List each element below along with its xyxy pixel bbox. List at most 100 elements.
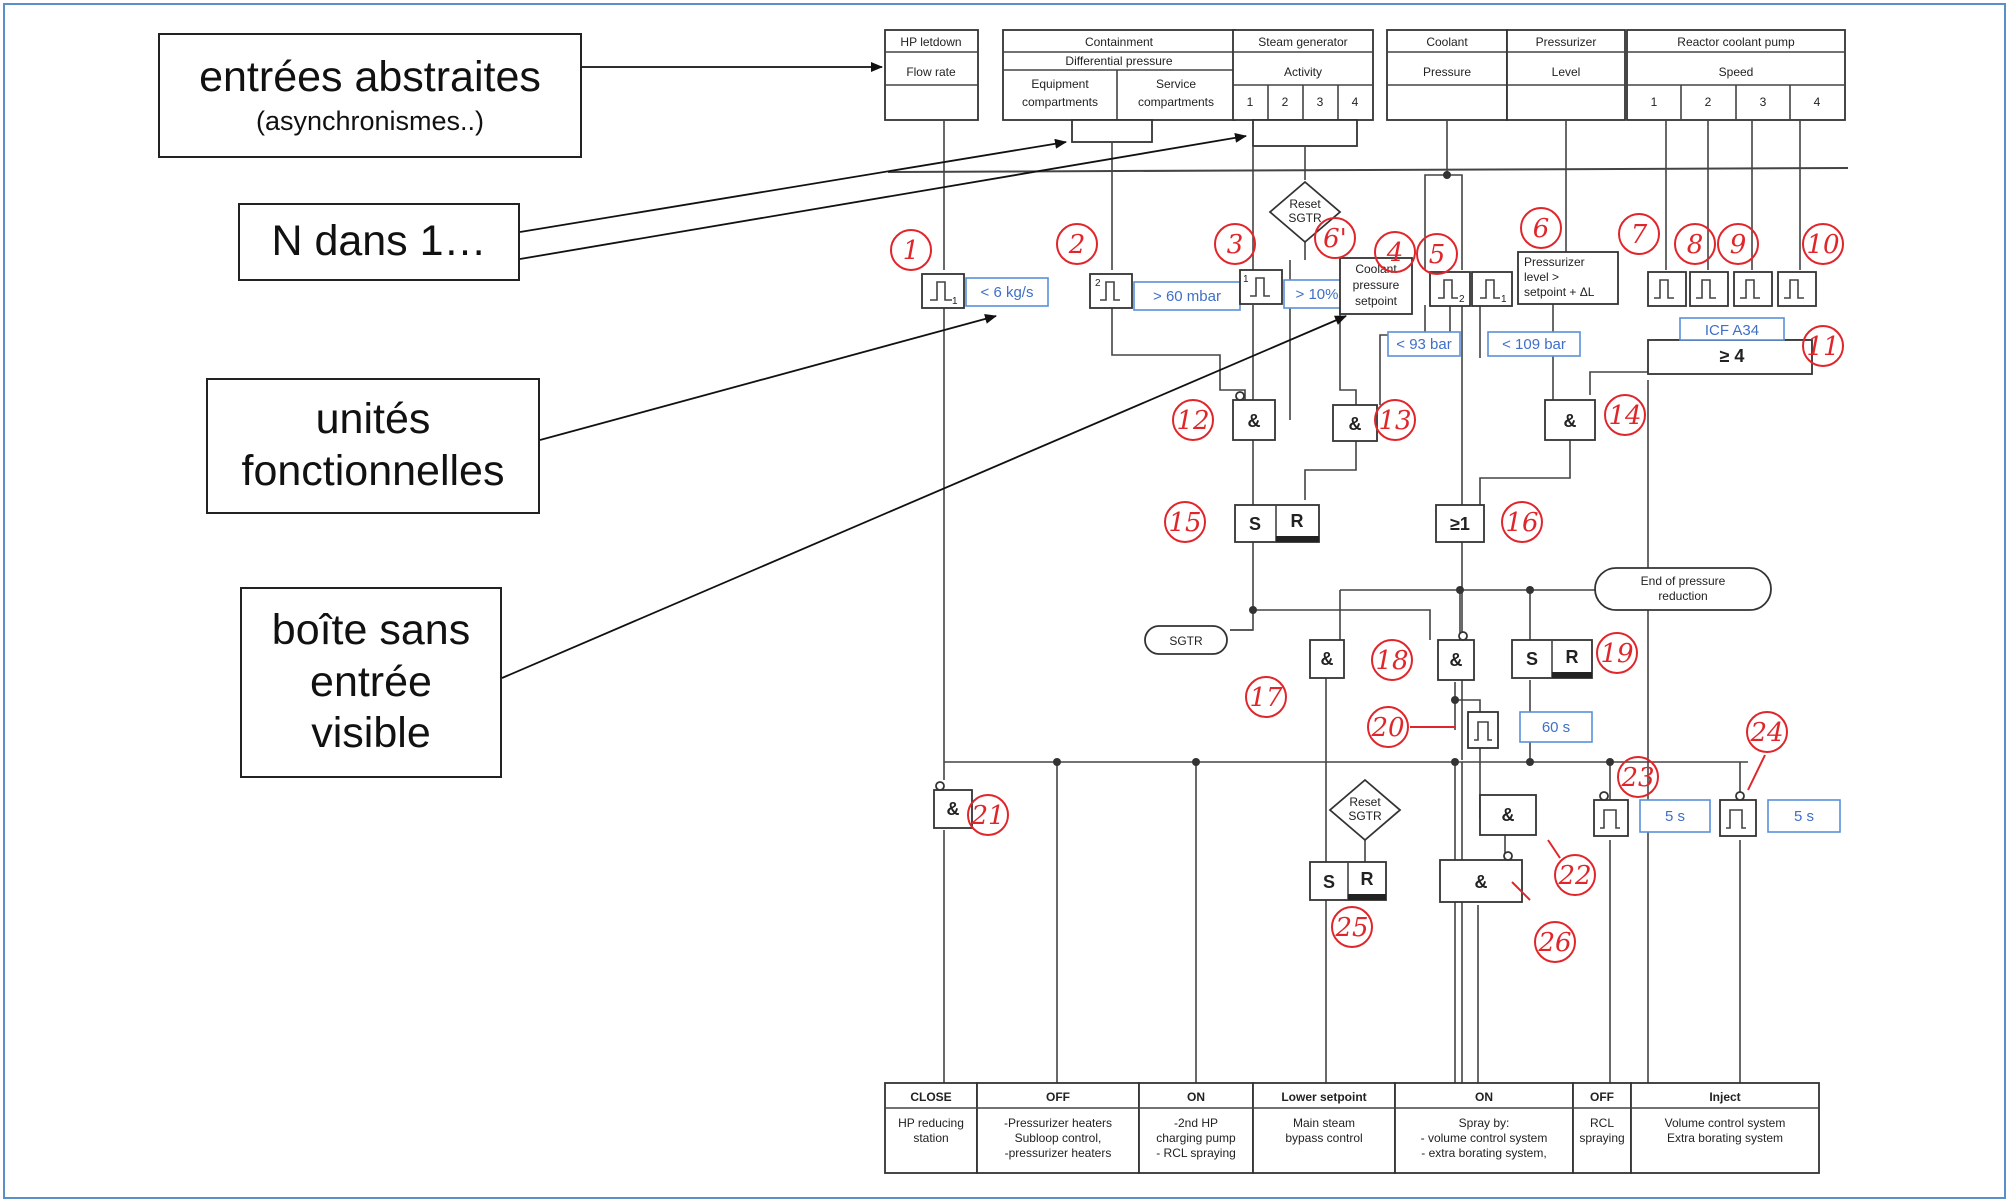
red-number: 19 [1600,639,1633,669]
threshold-value-1 [965,277,1049,307]
callout-abstract-inputs: entrées abstraites (asynchronismes..) [158,33,582,158]
input-rcp-channel: 1 [1651,95,1658,109]
sr19-reset-label: R [1566,647,1579,667]
red-number: 13 [1378,406,1411,436]
red-circle [1056,223,1098,265]
red-number: 9 [1730,230,1747,260]
red-number: 12 [1176,406,1209,436]
svg-text:1: 1 [1501,294,1507,305]
sgtr-signal [1144,625,1228,655]
red-number: 10 [1806,230,1839,260]
input-rcp-sub: Speed [1719,65,1754,79]
pressurizer-setpoint-line: Pressurizer [1524,255,1585,269]
red-number: 3 [1227,230,1244,260]
red-number: 17 [1249,683,1283,713]
red-arrow [1511,881,1531,901]
sr15-reset-label: R [1291,511,1304,531]
red-number: 15 [1168,508,1201,538]
red-number: 11 [1806,332,1839,362]
and-gate-18 [1437,639,1475,681]
output-line: -Pressurizer heaters [1004,1116,1112,1130]
coolant-setpoint-line: setpoint [1355,294,1398,308]
red-number: 23 [1620,763,1654,793]
and-gate-22 [1479,794,1537,836]
input-hp-letdown-title: HP letdown [900,35,961,49]
output-head: OFF [1590,1090,1614,1104]
threshold-block-4 [1429,271,1471,307]
sr15-set-label: S [1249,514,1261,534]
input-steam-generator-sub: Activity [1284,65,1322,79]
input-pressurizer-sub: Level [1552,65,1581,79]
red-circle [1314,217,1356,259]
input-hp-letdown-cell [884,29,979,121]
and-gate-21 [933,789,973,829]
or-gate-16 [1435,504,1485,543]
pulse-timer-24 [1719,799,1757,837]
sr19-set-label: S [1526,649,1538,669]
callout-no-input-box-line3: visible [311,709,431,758]
input-hp-letdown-sub: Flow rate [906,65,956,79]
red-circle [1520,207,1562,249]
callout-functional-units-line2: fonctionnelles [241,447,505,495]
or-gate-16-label: ≥1 [1450,514,1470,534]
red-circle [1367,706,1409,748]
sr25-reset-label: R [1361,869,1374,889]
threshold-block-2 [1089,273,1133,309]
red-number: 1 [903,236,920,266]
input-coolant-cell [1386,29,1508,121]
input-sg-channel: 3 [1317,95,1324,109]
junction-dots [1053,171,1614,766]
red-number: 18 [1375,646,1408,676]
coolant-pressure-setpoint-box [1339,257,1413,315]
input-steam-generator-title: Steam generator [1258,35,1347,49]
timer-20-value: 60 s [1542,719,1570,736]
svg-text:1: 1 [952,296,958,307]
pressurizer-setpoint-box [1517,251,1619,305]
pulse-timer-23 [1593,799,1629,837]
red-number: 21 [970,801,1004,831]
threshold-value-5-text: < 109 bar [1502,336,1566,353]
and-gate-13-label: & [1349,414,1362,434]
red-circle [890,229,932,271]
input-rcp-channel: 2 [1705,95,1712,109]
input-containment-sub: Differential pressure [1065,54,1172,68]
red-circle [1746,711,1788,753]
output-line: - volume control system [1421,1131,1548,1145]
red-number: 2 [1068,230,1086,260]
output-head: ON [1187,1090,1205,1104]
red-number: 6' [1323,224,1347,254]
pulse-timer-20 [1467,711,1499,749]
output-head: OFF [1046,1090,1070,1104]
threshold-block-9 [1733,271,1773,307]
threshold-block-3 [1239,269,1283,305]
red-circle [1802,223,1844,265]
threshold-blocks: 1 < 6 kg/s 2 > 60 mbar 1 > 10% Coolant p… [921,251,1817,375]
red-circle [1617,756,1659,798]
output-line: -pressurizer heaters [1005,1146,1112,1160]
callout-no-input-box: boîte sans entrée visible [240,587,502,778]
red-arrow [1547,839,1561,859]
timer-23-value: 5 s [1665,808,1685,825]
output-head: Lower setpoint [1281,1090,1366,1104]
callout-abstract-inputs-sub: (asynchronismes..) [255,105,485,136]
sgtr-signal-label: SGTR [1169,634,1203,648]
red-number: 5 [1429,240,1446,270]
red-number: 4 [1386,238,1404,268]
and-gate-13 [1332,404,1378,442]
sr-flipflop-15 [1234,504,1320,543]
input-containment-col1a: Equipment [1031,77,1089,91]
end-of-pressure-reduction [1594,567,1772,611]
timer-24-value: 5 s [1794,808,1814,825]
red-circle [1674,223,1716,265]
and-gate-12-label: & [1248,411,1261,431]
and-gate-18-label: & [1450,650,1463,670]
red-circle [1374,399,1416,441]
gates: & & & S R ≥1 & & S R 60 s & & [933,391,1841,903]
red-number: 20 [1370,713,1404,743]
input-header-table: HP letdown Flow rate Containment Differe… [884,29,1846,121]
red-number: 25 [1334,913,1368,943]
threshold-value-2-text: > 60 mbar [1153,288,1221,305]
timer-23-value-box [1639,799,1711,833]
